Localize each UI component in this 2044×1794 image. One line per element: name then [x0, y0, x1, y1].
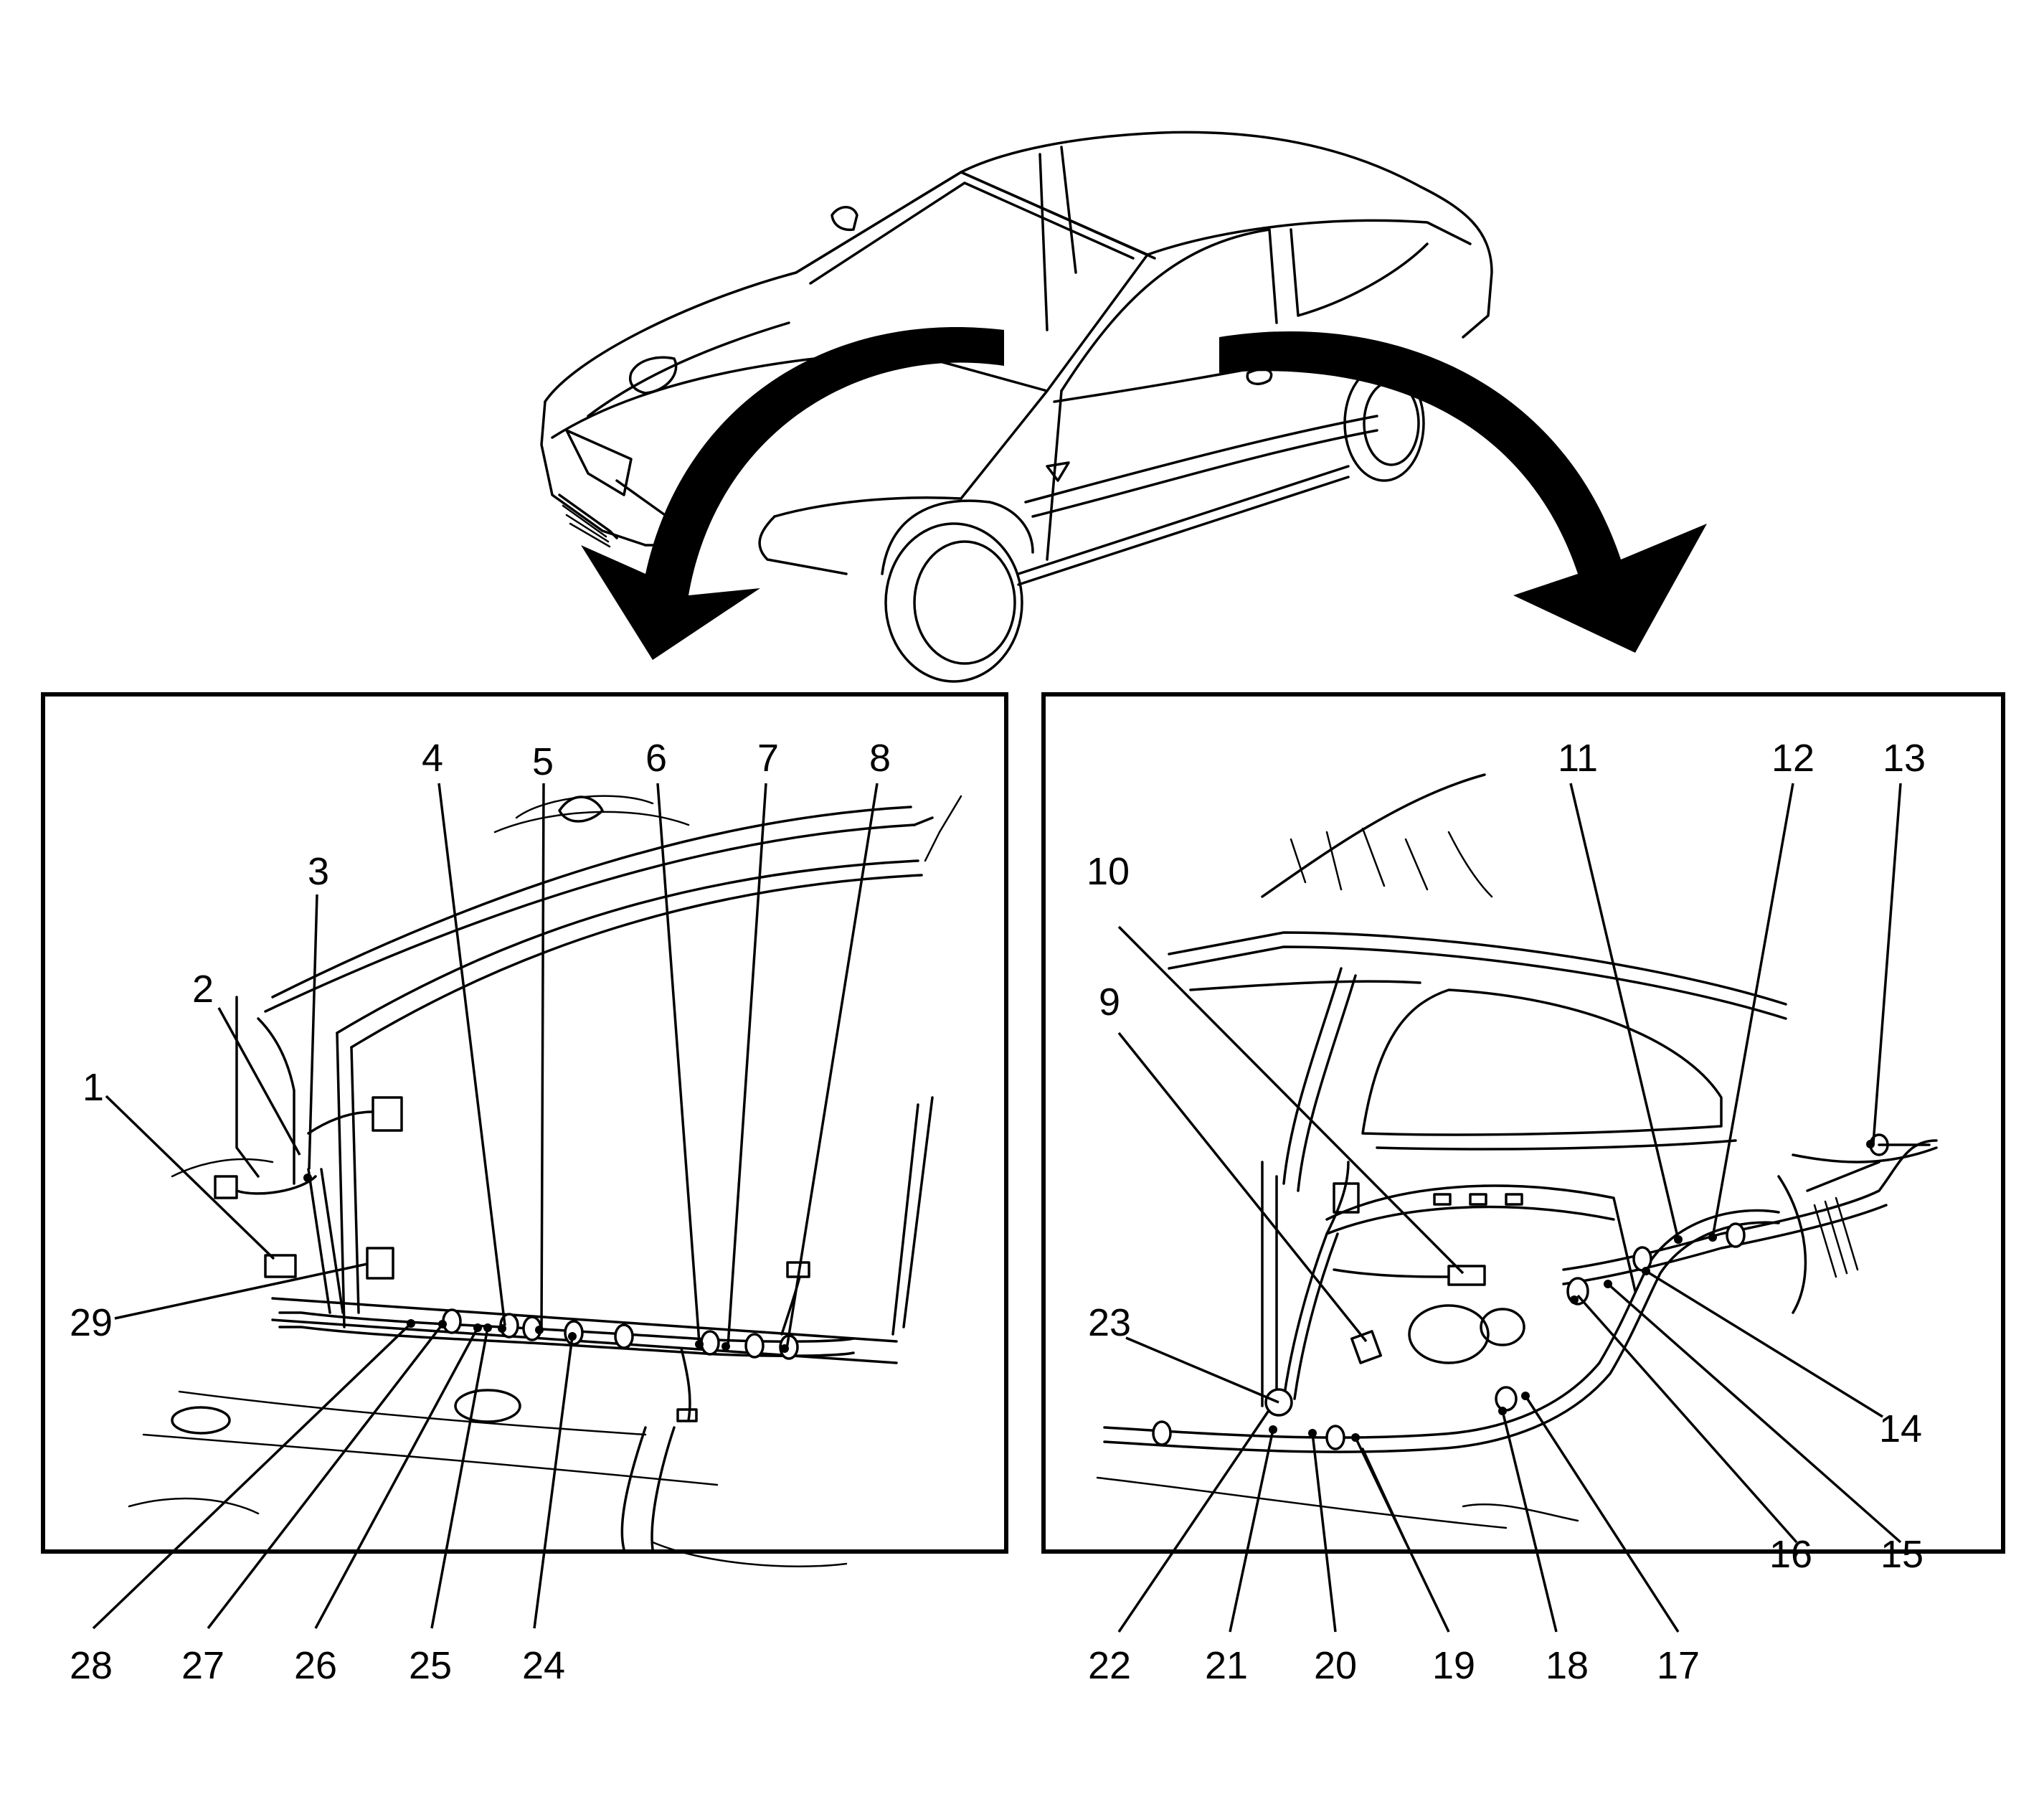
callout-3: 3	[308, 850, 329, 893]
callout-4: 4	[422, 737, 443, 780]
arrow-right	[1219, 331, 1707, 653]
callout-22: 22	[1088, 1644, 1131, 1687]
right-panel: 9 10 11 12 13 14 15 16 17 18 19 20 21 22…	[1041, 692, 2005, 1687]
callout-21: 21	[1205, 1644, 1248, 1687]
callout-15: 15	[1880, 1533, 1924, 1576]
callout-9: 9	[1099, 981, 1120, 1024]
car-illustration	[540, 131, 1493, 683]
callout-17: 17	[1657, 1644, 1700, 1687]
callout-19: 19	[1432, 1644, 1475, 1687]
callout-26: 26	[294, 1644, 337, 1687]
callout-12: 12	[1771, 737, 1814, 780]
callout-2: 2	[192, 968, 214, 1011]
callout-8: 8	[869, 737, 891, 780]
left-panel: 1 2 3 4 5 6 7 8 24 25 26 27 28 29	[41, 692, 1008, 1687]
callout-29: 29	[70, 1301, 113, 1344]
callout-11: 11	[1558, 737, 1598, 780]
callout-23: 23	[1088, 1301, 1131, 1344]
callout-7: 7	[757, 737, 779, 780]
callout-20: 20	[1314, 1644, 1357, 1687]
callout-25: 25	[409, 1644, 452, 1687]
callout-18: 18	[1546, 1644, 1589, 1687]
callout-27: 27	[181, 1644, 224, 1687]
callout-28: 28	[70, 1644, 113, 1687]
callout-1: 1	[82, 1066, 104, 1109]
callout-24: 24	[522, 1644, 565, 1687]
callout-14: 14	[1879, 1407, 1922, 1450]
callout-5: 5	[532, 740, 554, 783]
callout-10: 10	[1087, 850, 1130, 893]
callout-16: 16	[1769, 1533, 1812, 1576]
arrow-left	[581, 326, 1004, 660]
callout-13: 13	[1883, 737, 1926, 780]
callout-6: 6	[645, 737, 667, 780]
